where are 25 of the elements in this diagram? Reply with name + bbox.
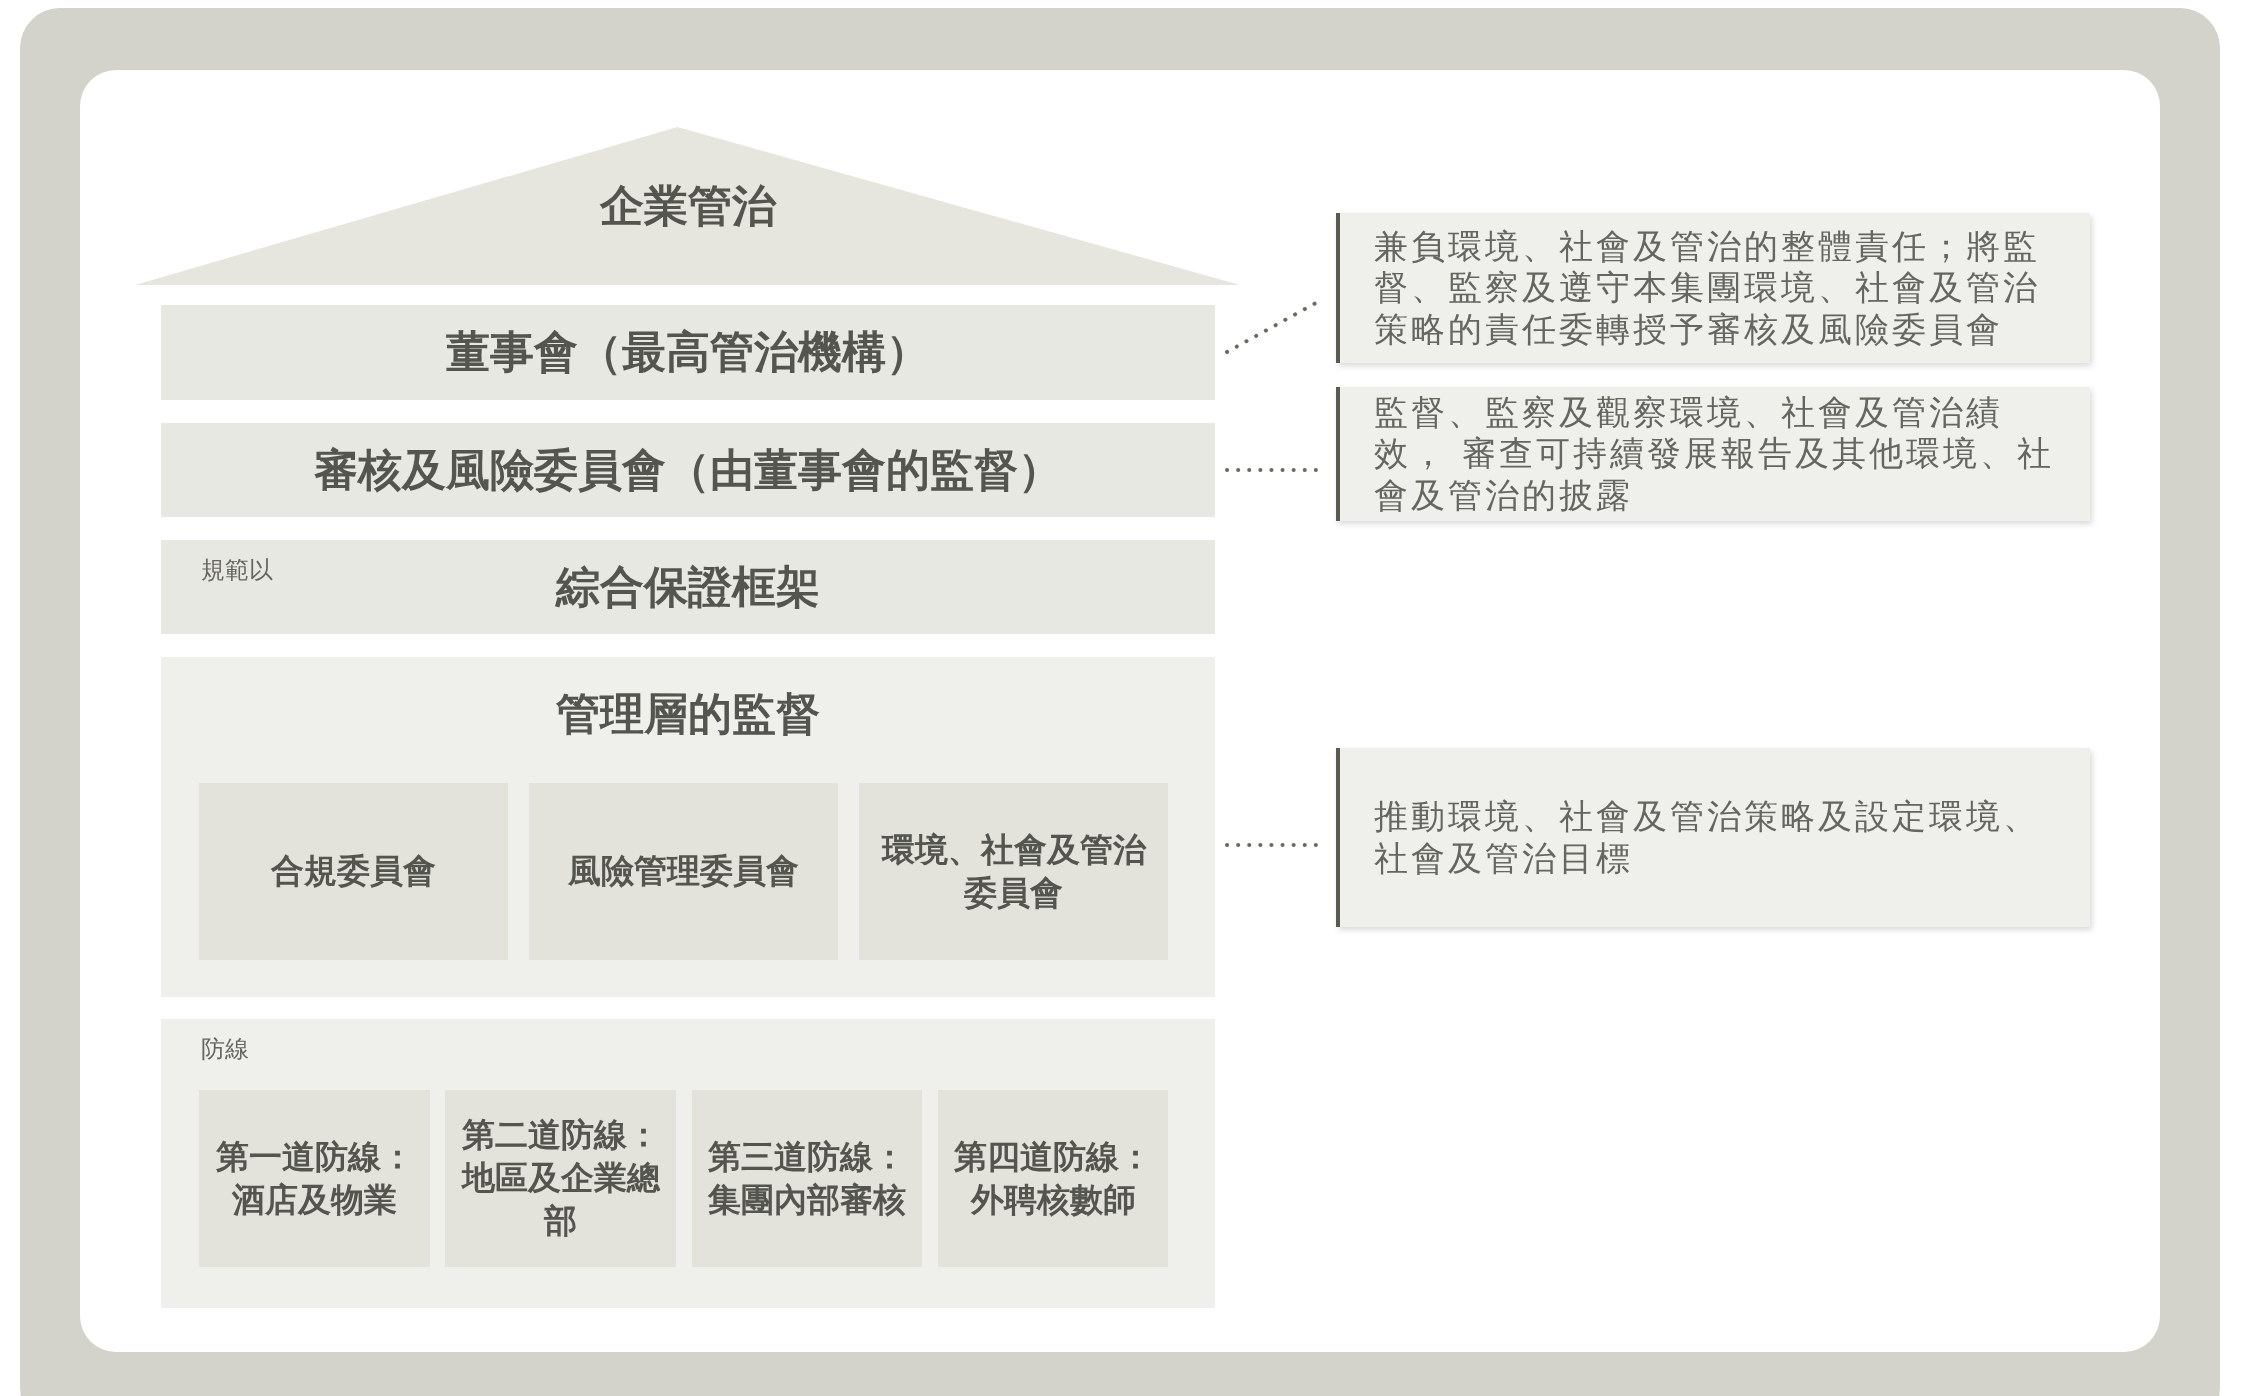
box-text: 第二道防線：地區及企業總部 bbox=[460, 1114, 661, 1242]
box-text: 第一道防線：酒店及物業 bbox=[214, 1135, 415, 1221]
group-title: 管理層的監督 bbox=[555, 687, 821, 741]
heading: 企業管治 bbox=[598, 179, 778, 233]
box-text: 第四道防線：外聘核數師 bbox=[953, 1135, 1153, 1221]
band-title: 綜合保證框架 bbox=[556, 559, 820, 614]
band bbox=[161, 423, 1215, 517]
group-panel bbox=[161, 657, 1215, 997]
note-text: 監督、監察及觀察環境、社會及管治績效， 審查可持續發展報告及其他環境、社會及管治的披露 bbox=[1374, 391, 2055, 517]
band-title: 審核及風險委員會（由董事會的監督） bbox=[314, 442, 1062, 497]
band-caption: 規範以 bbox=[201, 555, 273, 586]
note-panel bbox=[1336, 387, 2090, 521]
note-panel bbox=[1336, 748, 2090, 927]
band bbox=[161, 540, 1215, 634]
note-text: 推動環境、社會及管治策略及設定環境、社會及管治目標 bbox=[1374, 796, 2041, 879]
group-panel bbox=[161, 1019, 1215, 1308]
note-text: 兼負環境、社會及管治的整體責任；將監督、監察及遵守本集團環境、社會及管治策略的責任委轉授予審核及風險委員會 bbox=[1374, 225, 2041, 351]
group-caption: 防線 bbox=[201, 1034, 249, 1065]
band bbox=[161, 305, 1215, 400]
band-title: 董事會（最高管治機構） bbox=[446, 325, 930, 379]
box-text: 風險管理委員會 bbox=[568, 850, 799, 893]
box-text: 合規委員會 bbox=[271, 850, 436, 893]
note-panel bbox=[1336, 213, 2090, 363]
box-text: 第三道防線：集團內部審核 bbox=[707, 1135, 907, 1221]
box-text: 環境、社會及管治委員會 bbox=[880, 828, 1148, 914]
